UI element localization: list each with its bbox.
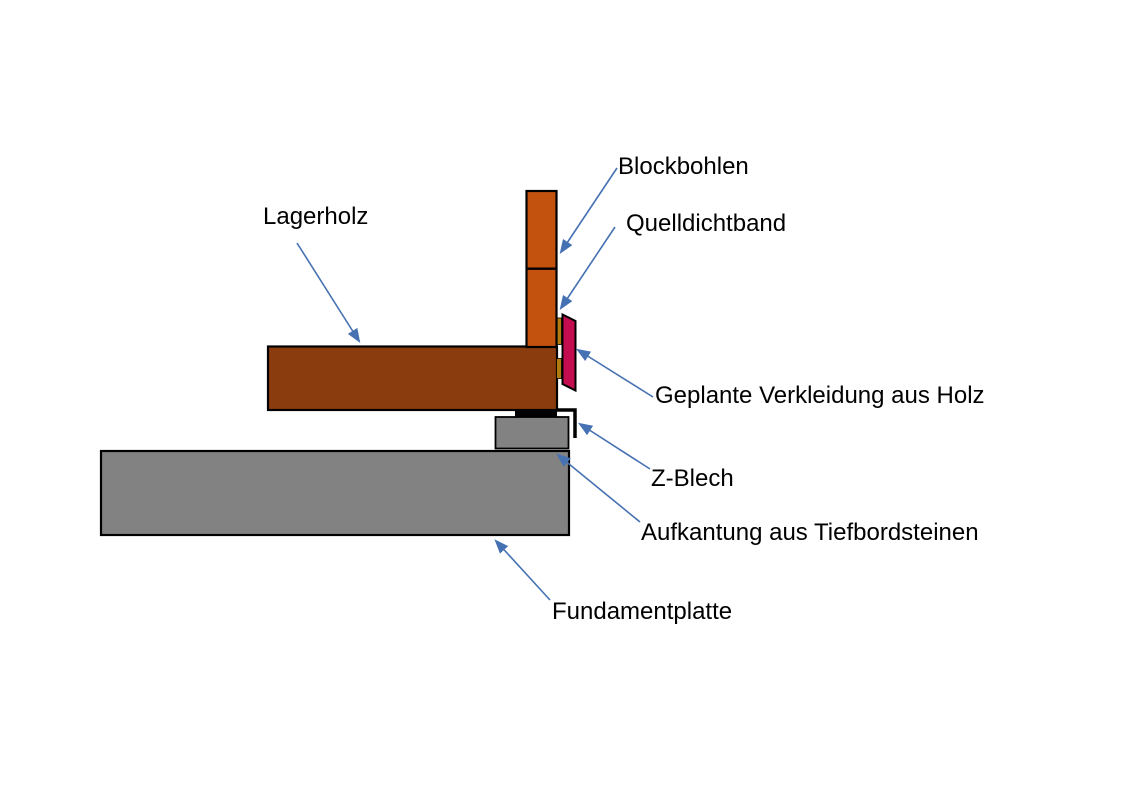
fundamentplatte-arrow: [494, 539, 551, 601]
verkleidung-shape: [561, 312, 577, 393]
fundamentplatte-label: Fundamentplatte: [552, 598, 733, 625]
aufkantung-label: Aufkantung aus Tiefbordsteinen: [641, 519, 979, 546]
quelldichtband-label: Quelldichtband: [626, 210, 787, 237]
verkleidung-label: Geplante Verkleidung aus Holz: [655, 382, 985, 409]
lagerholz-label: Lagerholz: [263, 203, 369, 230]
z-blech-arrow: [577, 422, 651, 470]
z-blech-label: Z-Blech: [651, 465, 734, 492]
aufkantung-arrow: [556, 453, 641, 523]
quelldichtband-segment: [556, 358, 562, 379]
verkleidung-arrow: [575, 348, 654, 398]
lagerholz-shape: [266, 345, 559, 412]
lagerholz-arrow: [296, 242, 361, 344]
blockbohlen-label: Blockbohlen: [618, 153, 749, 180]
blockbohlen-arrow: [559, 167, 618, 254]
quelldichtband-arrow: [559, 226, 616, 310]
aufkantung-shape: [494, 416, 570, 450]
z-blech-flange: [515, 408, 557, 417]
fundamentplatte-shape: [99, 449, 571, 537]
z-blech-profile: [556, 408, 577, 438]
